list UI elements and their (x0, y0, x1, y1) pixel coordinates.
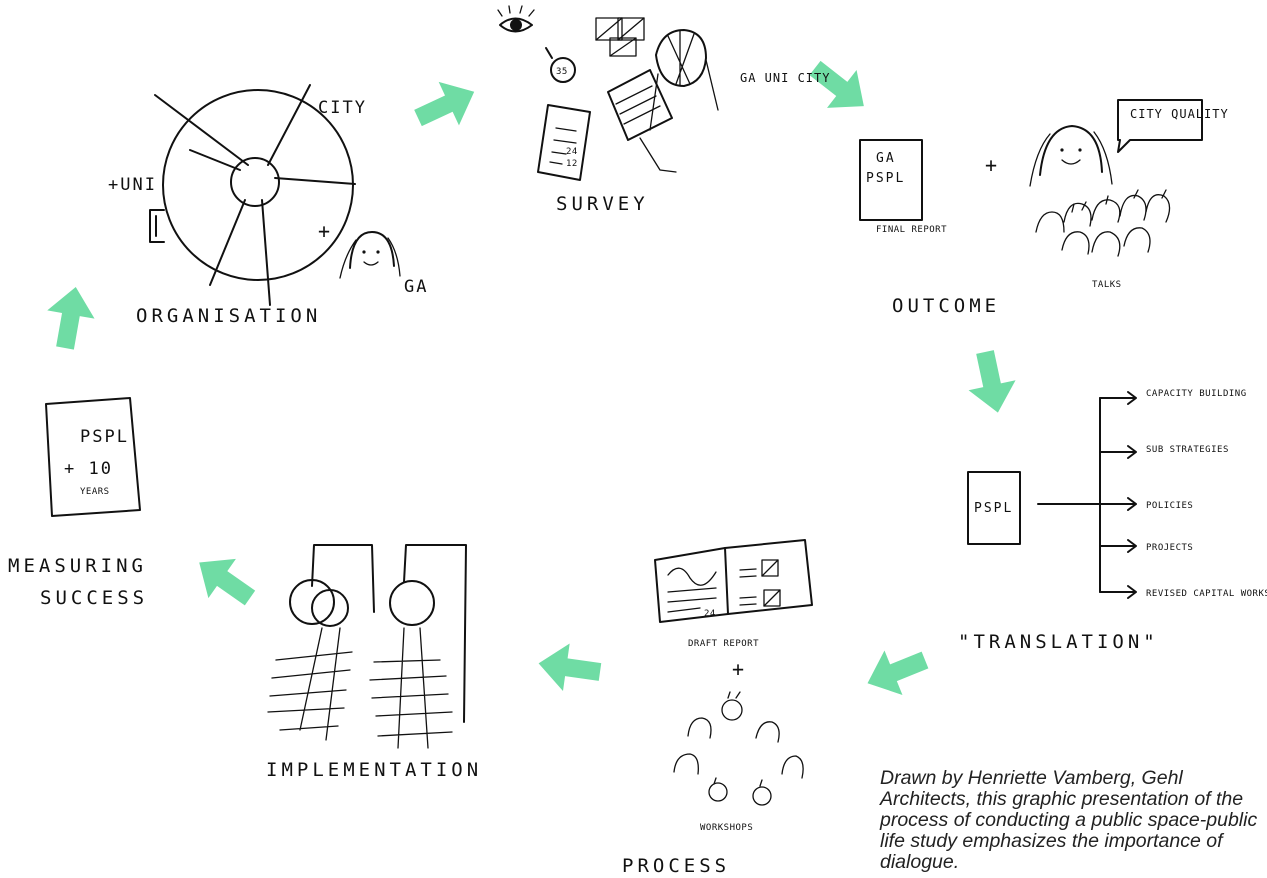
organisation-outer-circle (163, 90, 353, 280)
draft-report-book-icon (655, 540, 812, 622)
arrow-survey-to-outcome (800, 49, 878, 125)
arrow-implementation-to-measuring (185, 543, 263, 618)
arrow-translation-to-process (859, 638, 934, 706)
survey-title: SURVEY (556, 193, 649, 215)
branch-revised-capital-works: REVISED CAPITAL WORKS PROGRAM (1146, 589, 1267, 599)
measuring-doc-line1: PSPL (80, 427, 129, 447)
final-report-line1: GA (876, 151, 896, 166)
survey-badge-text: 35 (556, 67, 568, 77)
measuring-title-line1: MEASURING (8, 555, 147, 577)
branch-capacity-building: CAPACITY BUILDING (1146, 389, 1247, 399)
organisation-plus: + (318, 219, 332, 243)
eye-icon (498, 6, 534, 32)
workshop-circle-icon (674, 692, 803, 805)
gehl-person-icon (340, 232, 400, 278)
organisation-title: ORGANISATION (136, 305, 321, 327)
arrow-organisation-to-survey (408, 70, 484, 140)
survey-note-b: 12 (566, 159, 578, 169)
survey-stakeholders-label: GA UNI CITY (740, 71, 830, 85)
process-plus: + (732, 657, 746, 681)
implementation-title: IMPLEMENTATION (266, 759, 482, 781)
outcome-title: OUTCOME (892, 295, 1000, 317)
translation-branches (1100, 392, 1136, 598)
tree-right-canopy (390, 581, 434, 625)
outcome-plus: + (985, 153, 999, 177)
stage-translation: PSPL CAPACITY BUILDING SUB STRATEGIES PO… (958, 389, 1267, 653)
flow-arrows (41, 49, 1021, 705)
arrow-process-to-implementation (535, 640, 603, 696)
stage-implementation: IMPLEMENTATION (266, 545, 482, 781)
organisation-city-label: CITY (318, 98, 367, 118)
stage-outcome: GA PSPL FINAL REPORT + CITY QUALITY TALK… (860, 100, 1229, 317)
talks-label: TALKS (1092, 280, 1122, 290)
translation-pspl-text: PSPL (974, 501, 1013, 516)
measuring-title-line2: SUCCESS (40, 587, 148, 609)
measuring-document (46, 398, 140, 516)
draft-report-label: DRAFT REPORT (688, 639, 759, 649)
organisation-uni-label: +UNI (108, 175, 157, 195)
measuring-doc-line2: + 10 (64, 459, 113, 479)
final-report-line2: PSPL (866, 171, 905, 186)
stage-measuring-success: PSPL + 10 YEARS MEASURING SUCCESS (8, 398, 148, 609)
tree-left-ladder (268, 628, 352, 740)
map-sketch-icon (596, 18, 644, 56)
organisation-ga-label: GA (404, 277, 428, 297)
survey-note-a: 24 (566, 147, 578, 157)
university-building-icon (150, 210, 164, 242)
organisation-inner-circle (231, 158, 279, 206)
branch-projects: PROJECTS (1146, 543, 1193, 553)
speaker-person-icon (1030, 126, 1112, 186)
branch-policies: POLICIES (1146, 501, 1193, 511)
process-title: PROCESS (622, 855, 730, 877)
translation-title: "TRANSLATION" (958, 631, 1159, 653)
translation-trunk (1038, 398, 1100, 592)
draft-page-number: 24 (704, 609, 716, 619)
implementation-frame-left (312, 545, 374, 612)
clipboard-icon (538, 105, 590, 180)
arrow-measuring-to-organisation (41, 283, 99, 352)
tree-left-canopy-2 (312, 590, 348, 626)
survey-dash (546, 48, 552, 58)
stage-process: 24 DRAFT REPORT + WORKSHOPS PROCESS (622, 540, 812, 877)
tree-right-ladder (370, 628, 452, 748)
arrow-outcome-to-translation (962, 347, 1022, 418)
stage-survey: 35 24 12 GA UNI CITY SURVEY (498, 6, 830, 215)
surveyor-person-icon (640, 30, 718, 172)
figure-caption: Drawn by Henriette Vamberg, Gehl Archite… (880, 768, 1265, 873)
speech-bubble-text: CITY QUALITY (1130, 107, 1229, 121)
measuring-doc-line3: YEARS (80, 487, 110, 497)
branch-sub-strategies: SUB STRATEGIES (1146, 445, 1229, 455)
audience-crowd-icon (1036, 190, 1170, 256)
stage-organisation: CITY +UNI + GA ORGANISATION (108, 85, 428, 327)
notebook-icon (608, 70, 672, 140)
workshops-label: WORKSHOPS (700, 823, 753, 833)
final-report-caption: FINAL REPORT (876, 225, 947, 235)
